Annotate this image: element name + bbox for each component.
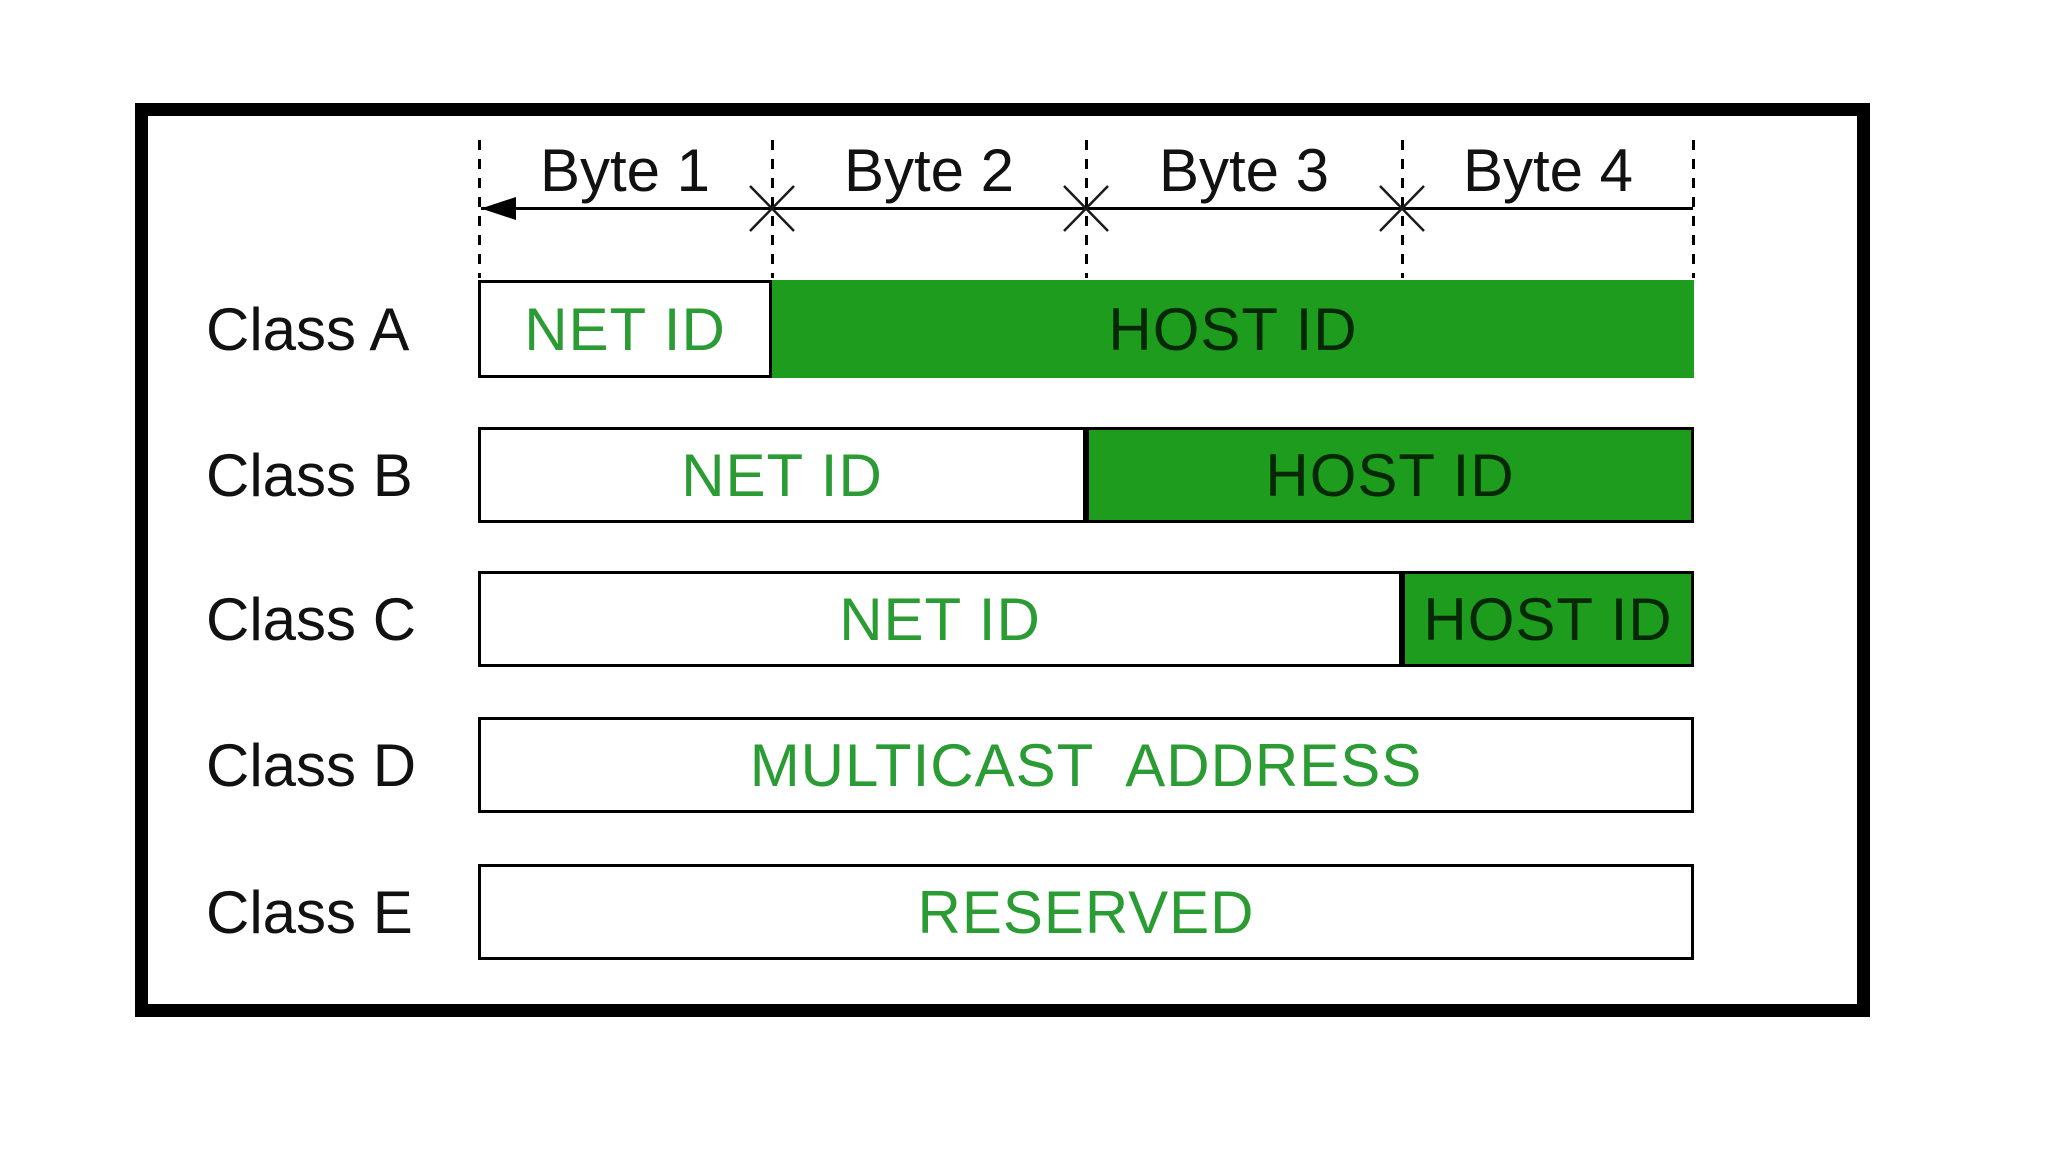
x-mark-icon: [1063, 185, 1109, 232]
class-row-c: Class C NET ID HOST ID: [0, 571, 2048, 667]
class-row-d: Class D MULTICAST ADDRESS: [0, 717, 2048, 813]
net-id-segment: NET ID: [478, 427, 1086, 523]
net-id-segment: NET ID: [478, 571, 1402, 667]
net-id-segment: NET ID: [478, 280, 772, 378]
segment-label: MULTICAST ADDRESS: [749, 731, 1423, 799]
segment-label: HOST ID: [1265, 441, 1515, 509]
byte-label-3: Byte 3: [1158, 137, 1330, 204]
reserved-segment: RESERVED: [478, 864, 1694, 960]
row-label-class-d: Class D: [206, 731, 417, 799]
multicast-address-segment: MULTICAST ADDRESS: [478, 717, 1694, 813]
segment-label: HOST ID: [1108, 295, 1358, 363]
left-arrowhead-icon: [481, 197, 516, 220]
segment-label: NET ID: [681, 441, 883, 509]
byte-label-4: Byte 4: [1462, 137, 1634, 204]
byte-label-2: Byte 2: [843, 137, 1015, 204]
host-id-segment: HOST ID: [1402, 571, 1694, 667]
row-label-class-b: Class B: [206, 441, 413, 509]
segment-label: RESERVED: [917, 878, 1255, 946]
row-label-class-a: Class A: [206, 295, 410, 363]
class-row-a: Class A NET ID HOST ID: [0, 280, 2048, 378]
host-id-segment: HOST ID: [772, 280, 1694, 378]
segment-label: HOST ID: [1423, 585, 1673, 653]
host-id-segment: HOST ID: [1086, 427, 1694, 523]
class-row-e: Class E RESERVED: [0, 864, 2048, 960]
row-label-class-c: Class C: [206, 585, 417, 653]
outer-frame: [135, 103, 1870, 1017]
class-row-b: Class B NET ID HOST ID: [0, 427, 2048, 523]
x-mark-icon: [749, 185, 795, 232]
row-label-class-e: Class E: [206, 878, 413, 946]
segment-label: NET ID: [524, 295, 726, 363]
byte-label-1: Byte 1: [539, 137, 711, 204]
segment-label: NET ID: [839, 585, 1041, 653]
x-mark-icon: [1379, 185, 1425, 232]
